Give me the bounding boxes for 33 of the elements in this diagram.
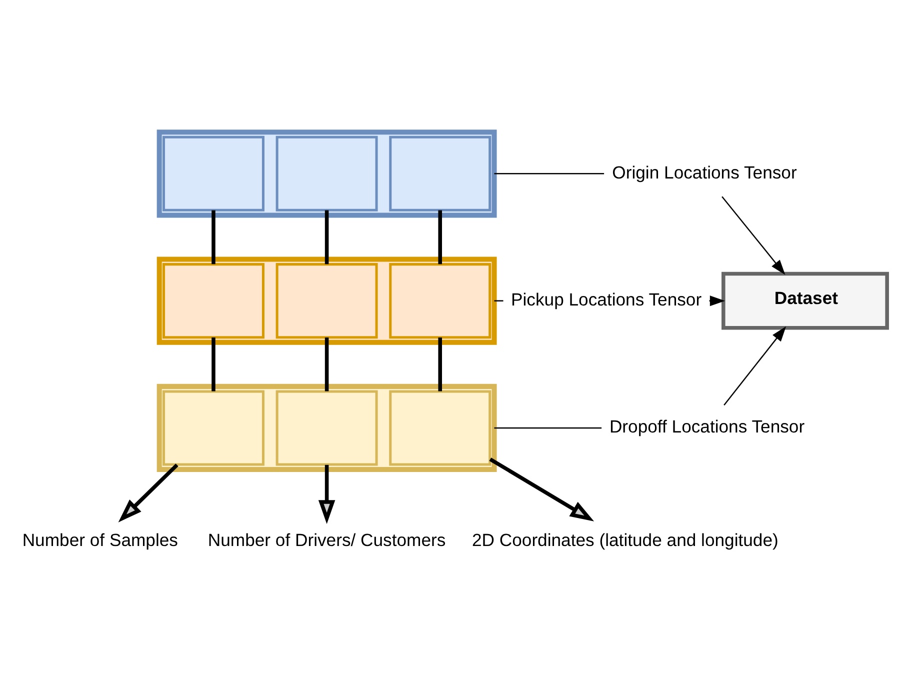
arrow xyxy=(722,196,786,275)
node-box xyxy=(162,390,264,466)
connector xyxy=(212,337,216,392)
node-box xyxy=(389,136,492,212)
node-text: 2D Coordinates (latitude and longitude) xyxy=(472,530,778,550)
node-box xyxy=(276,136,378,212)
connector xyxy=(494,173,604,174)
cluster xyxy=(156,384,497,472)
node-box xyxy=(389,390,492,466)
cluster xyxy=(156,256,497,345)
node-text: Pickup Locations Tensor xyxy=(511,289,702,310)
node-text: Number of Samples xyxy=(22,530,178,550)
connector xyxy=(324,337,329,392)
node-box xyxy=(276,390,378,466)
node-box xyxy=(389,263,492,339)
connector xyxy=(438,337,442,392)
connector xyxy=(494,300,504,302)
node-box xyxy=(162,136,264,212)
connector xyxy=(324,210,329,264)
connector xyxy=(212,210,216,264)
arrow xyxy=(489,458,594,522)
cluster xyxy=(156,130,497,218)
node-text: Number of Drivers/ Customers xyxy=(208,530,446,550)
node-box xyxy=(276,263,378,339)
node-text: Origin Locations Tensor xyxy=(612,162,797,182)
connector xyxy=(494,427,602,429)
node-box: Dataset xyxy=(722,272,889,330)
connector xyxy=(438,210,442,264)
node-text: Dropoff Locations Tensor xyxy=(609,416,805,437)
node-box xyxy=(162,263,264,339)
arrow xyxy=(724,326,786,406)
arrow xyxy=(118,464,178,522)
arrow xyxy=(318,464,336,524)
